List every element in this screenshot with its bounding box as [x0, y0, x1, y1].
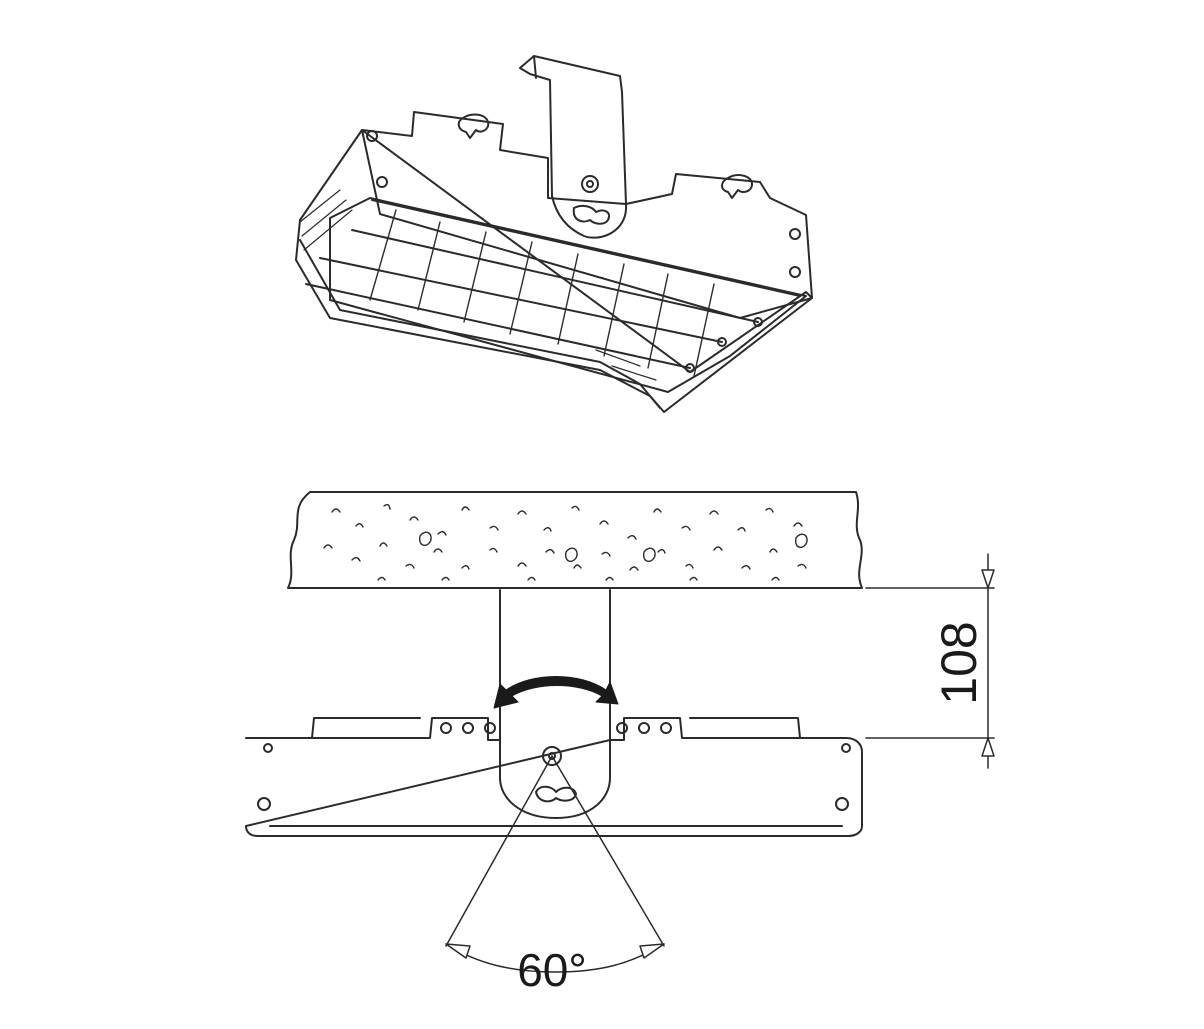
plate-hole	[376, 176, 388, 188]
housing-top-lip	[311, 717, 801, 739]
ceiling-slab	[287, 491, 863, 589]
angle-arrow-right	[639, 943, 665, 959]
housing-body	[295, 129, 813, 413]
pivot-bolt	[542, 746, 562, 766]
adjust-hole	[462, 722, 474, 734]
plate-hole	[789, 266, 801, 278]
luminaire-front-view	[245, 589, 863, 973]
luminaire-isometric	[295, 55, 813, 413]
angle-arc	[445, 943, 665, 973]
angle-line-left	[445, 755, 553, 947]
concrete-texture	[323, 503, 808, 581]
pivot-bolt-inner	[548, 752, 556, 760]
ceiling-section	[287, 491, 863, 589]
dimension-height	[865, 553, 995, 769]
bracket-stem	[519, 55, 628, 239]
angle-arrow-left	[445, 943, 471, 959]
housing-bottom-edge	[299, 239, 661, 409]
bracket-bolt	[581, 175, 599, 193]
angle-line-right	[551, 755, 665, 947]
dimension-label: 108	[931, 621, 987, 704]
mounting-plate	[361, 111, 813, 319]
adjust-hole	[440, 722, 452, 734]
grille-frame	[329, 197, 807, 393]
bracket-fold	[533, 55, 537, 79]
housing-hole	[257, 797, 271, 811]
housing-hole	[263, 743, 273, 753]
wing-nut	[572, 204, 610, 225]
angle-label: 60°	[517, 944, 587, 996]
bracket-bolt-inner	[586, 180, 594, 188]
adjust-hole	[660, 722, 672, 734]
bracket-stem-front	[499, 589, 611, 819]
wing-nut-front	[535, 785, 577, 803]
dim-arrow-bottom	[981, 737, 995, 757]
adjust-hole	[638, 722, 650, 734]
keyhole-slot-left	[457, 113, 490, 139]
housing-hole	[835, 797, 849, 811]
keyhole-slot-right	[721, 174, 753, 199]
grille-crossbars	[369, 209, 715, 377]
rotation-arrow	[493, 676, 619, 709]
housing-front	[245, 717, 863, 837]
dim-arrow-top	[981, 569, 995, 589]
plate-hole	[366, 130, 378, 142]
housing-hole	[841, 743, 851, 753]
plate-hole	[789, 228, 801, 240]
adjust-hole	[616, 722, 628, 734]
housing-slats	[299, 189, 657, 381]
adjust-hole	[484, 722, 496, 734]
